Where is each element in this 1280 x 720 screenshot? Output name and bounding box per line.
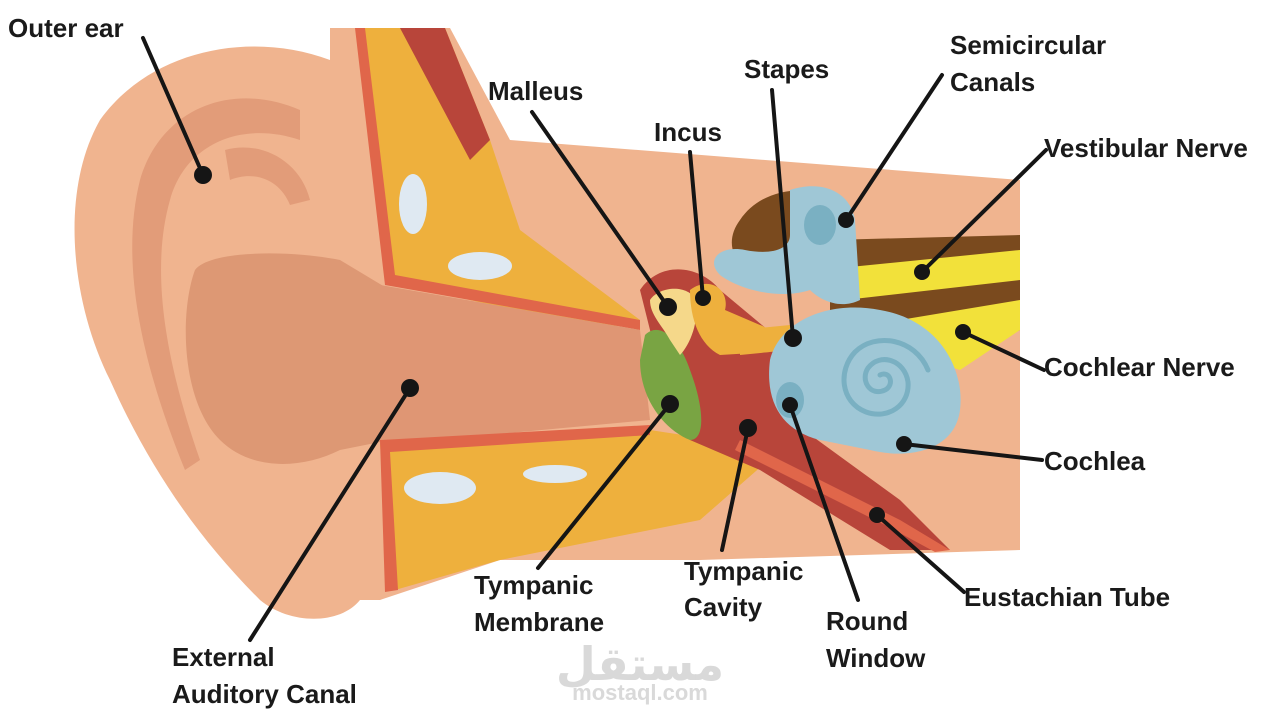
- label-semicircular-2: Canals: [950, 67, 1035, 97]
- leader-stapes: [770, 88, 795, 340]
- concha: [185, 253, 390, 464]
- leader-external-canal: [248, 386, 412, 642]
- leader-malleus: [530, 110, 670, 309]
- label-vestibular-nerve: Vestibular Nerve: [1044, 133, 1248, 163]
- leader-outer-ear: [141, 36, 205, 177]
- dot-malleus: [659, 298, 677, 316]
- label-external-canal-2: Auditory Canal: [172, 679, 357, 709]
- watermark-arabic: مستقل: [556, 637, 724, 691]
- label-stapes: Stapes: [744, 54, 829, 84]
- watermark-latin: mostaql.com: [572, 680, 708, 705]
- labels: Outer ear Malleus Incus Stapes Semicircu…: [8, 13, 1248, 709]
- bone-cavity-4: [523, 465, 587, 483]
- dot-tympanic-membrane: [661, 395, 679, 413]
- label-tympanic-membrane-1: Tympanic: [474, 570, 593, 600]
- leader-cochlear-nerve: [961, 330, 1046, 372]
- cochlea-spiral: [841, 337, 931, 417]
- label-round-window-2: Window: [826, 643, 926, 673]
- canal-hole: [804, 205, 836, 245]
- label-tympanic-cavity-2: Cavity: [684, 592, 763, 622]
- dot-stapes: [784, 329, 802, 347]
- leader-cochlea: [902, 442, 1044, 462]
- label-tympanic-membrane-2: Membrane: [474, 607, 604, 637]
- leader-incus: [688, 150, 705, 300]
- label-cochlear-nerve: Cochlear Nerve: [1044, 352, 1235, 382]
- bone-cavity-3: [404, 472, 476, 504]
- bone-cavity-2: [448, 252, 512, 280]
- label-cochlea: Cochlea: [1044, 446, 1146, 476]
- pinna-crus: [225, 147, 310, 205]
- dot-eustachian: [869, 507, 885, 523]
- label-incus: Incus: [654, 117, 722, 147]
- label-outer-ear: Outer ear: [8, 13, 124, 43]
- leader-round-window: [788, 403, 860, 602]
- label-round-window-1: Round: [826, 606, 908, 636]
- dot-external-canal: [401, 379, 419, 397]
- dot-cochlear-nerve: [955, 324, 971, 340]
- lower-bone-layer: [380, 430, 780, 590]
- leader-lines: [141, 36, 1048, 642]
- ear-illustration: [74, 28, 1020, 619]
- label-eustachian-tube: Eustachian Tube: [964, 582, 1170, 612]
- label-semicircular-1: Semicircular: [950, 30, 1106, 60]
- dot-outer-ear: [194, 166, 212, 184]
- dot-vestibular: [914, 264, 930, 280]
- dot-semicircular: [838, 212, 854, 228]
- auditory-canal: [380, 285, 650, 445]
- vestibular-nerve-yellow: [840, 250, 1020, 300]
- lower-tissue-edge: [380, 425, 650, 592]
- upper-bone-layer: [360, 28, 640, 330]
- leader-vestibular: [920, 148, 1048, 274]
- dot-incus: [695, 290, 711, 306]
- eustachian-tube-edge: [735, 440, 950, 552]
- bone-cavity-1: [399, 174, 427, 234]
- leader-semicircular: [844, 73, 944, 222]
- dot-cochlea: [896, 436, 912, 452]
- leader-tympanic-cavity: [720, 426, 750, 552]
- label-malleus: Malleus: [488, 76, 583, 106]
- upper-muscle-band: [400, 28, 490, 160]
- tympanic-membrane-shape: [640, 329, 702, 440]
- leader-eustachian: [875, 513, 966, 594]
- dot-tympanic-cavity: [739, 419, 757, 437]
- dot-round-window: [782, 397, 798, 413]
- leader-tympanic-membrane: [536, 402, 672, 570]
- pinna-inner-fold: [132, 98, 300, 470]
- label-external-canal-1: External: [172, 642, 275, 672]
- label-tympanic-cavity-1: Tympanic: [684, 556, 803, 586]
- watermark: مستقل mostaql.com: [556, 637, 724, 705]
